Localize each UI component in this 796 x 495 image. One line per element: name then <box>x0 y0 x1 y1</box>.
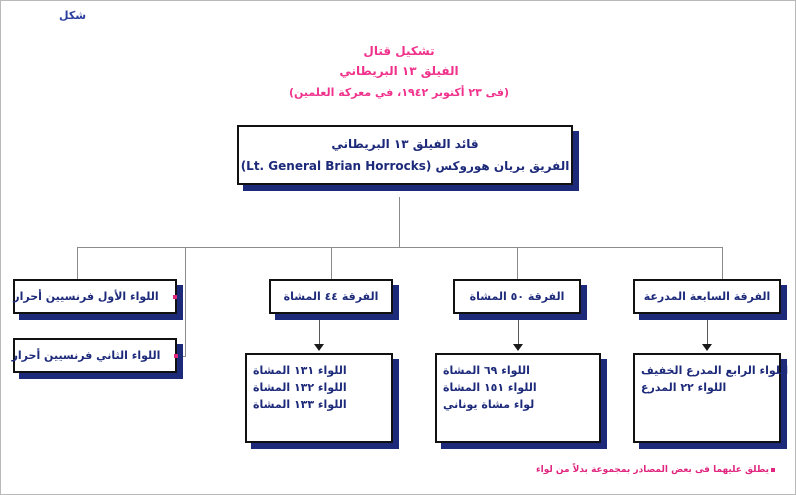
division-7-header-content: الفرقة السابعة المدرعة <box>635 281 779 312</box>
connector-div50-to-units <box>518 314 519 346</box>
figure-label: شكل <box>59 9 87 22</box>
title-line-1: تشكيل قتال <box>363 44 435 58</box>
french-brigade-1-content: اللواء الأول فرنسيين أحرار <box>13 281 177 312</box>
commander-name: الفريق بريان هوروكس (Lt. General Brian H… <box>240 159 570 173</box>
division-50-units-content: اللواء ٦٩ المشاة اللواء ١٥١ المشاة لواء … <box>437 355 599 441</box>
chart-title-block: تشكيل قتال الفيلق ١٣ البريطاني (فى ٢٣ أك… <box>1 41 795 103</box>
division-44-unit-3: اللواء ١٣٣ المشاة <box>253 398 347 411</box>
footnote-text: يطلق عليهما فى بعض المصادر بمجموعة بدلاً… <box>536 465 769 475</box>
division-44-header-box[interactable]: الفرقة ٤٤ المشاة <box>269 279 393 314</box>
footnote-marker-icon <box>172 294 177 299</box>
division-7-unit-2: اللواء ٢٢ المدرع <box>641 381 727 394</box>
commander-role: قائد الفيلق ١٣ البريطاني <box>331 137 479 151</box>
connector-drop-div44 <box>331 247 332 279</box>
division-44-units-content: اللواء ١٣١ المشاة اللواء ١٣٢ المشاة اللو… <box>247 355 391 441</box>
division-50-unit-3: لواء مشاة يوناني <box>443 398 535 411</box>
commander-box[interactable]: قائد الفيلق ١٣ البريطاني الفريق بريان هو… <box>237 125 573 185</box>
title-line-3: (فى ٢٣ أكتوبر ١٩٤٢، في معركة العلمين) <box>288 86 509 99</box>
connector-trunk-vertical <box>399 197 400 247</box>
division-7-units-content: اللواء الرابع المدرع الخفيف اللواء ٢٢ ال… <box>635 355 788 441</box>
footnote-bullet-icon <box>771 467 775 472</box>
division-44-units-box[interactable]: اللواء ١٣١ المشاة اللواء ١٣٢ المشاة اللو… <box>245 353 393 443</box>
connector-div44-to-units <box>319 314 320 346</box>
division-7-units-box[interactable]: اللواء الرابع المدرع الخفيف اللواء ٢٢ ال… <box>633 353 788 443</box>
french-brigade-2-label: اللواء الثاني فرنسيين أحرار <box>11 349 161 362</box>
arrow-head-div50 <box>513 344 523 351</box>
division-44-header-label: الفرقة ٤٤ المشاة <box>283 290 379 303</box>
french-brigade-2-box[interactable]: اللواء الثاني فرنسيين أحرار <box>12 338 179 373</box>
arrow-head-div7 <box>702 344 712 351</box>
connector-french-stub <box>177 356 186 357</box>
french-brigade-1-row: اللواء الأول فرنسيين أحرار <box>13 288 177 305</box>
division-7-header-label: الفرقة السابعة المدرعة <box>643 290 771 303</box>
connector-drop-div50 <box>517 247 518 279</box>
division-50-header-label: الفرقة ٥٠ المشاة <box>469 290 565 303</box>
connector-french-side <box>185 247 186 356</box>
french-brigade-2-row: اللواء الثاني فرنسيين أحرار <box>12 347 179 364</box>
commander-box-content: قائد الفيلق ١٣ البريطاني الفريق بريان هو… <box>239 127 571 183</box>
connector-main-bus <box>77 247 722 248</box>
division-50-header-box[interactable]: الفرقة ٥٠ المشاة <box>453 279 581 314</box>
french-brigade-2-content: اللواء الثاني فرنسيين أحرار <box>12 340 179 371</box>
division-7-unit-1: اللواء الرابع المدرع الخفيف <box>641 364 789 377</box>
connector-drop-div7 <box>722 247 723 279</box>
division-50-unit-2: اللواء ١٥١ المشاة <box>443 381 537 394</box>
arrow-head-div44 <box>314 344 324 351</box>
connector-drop-french <box>77 247 78 279</box>
division-44-header-content: الفرقة ٤٤ المشاة <box>271 281 391 312</box>
french-brigade-1-box[interactable]: اللواء الأول فرنسيين أحرار <box>13 279 177 314</box>
title-line-2: الفيلق ١٣ البريطاني <box>339 64 459 78</box>
division-50-unit-1: اللواء ٦٩ المشاة <box>443 364 530 377</box>
division-50-units-box[interactable]: اللواء ٦٩ المشاة اللواء ١٥١ المشاة لواء … <box>435 353 601 443</box>
division-50-header-content: الفرقة ٥٠ المشاة <box>455 281 579 312</box>
division-44-unit-1: اللواء ١٣١ المشاة <box>253 364 347 377</box>
french-brigade-1-label: اللواء الأول فرنسيين أحرار <box>13 290 159 303</box>
footnote-marker-icon <box>174 353 179 358</box>
footnote: يطلق عليهما فى بعض المصادر بمجموعة بدلاً… <box>536 465 785 475</box>
connector-div7-to-units <box>707 314 708 346</box>
division-7-header-box[interactable]: الفرقة السابعة المدرعة <box>633 279 781 314</box>
division-44-unit-2: اللواء ١٣٢ المشاة <box>253 381 347 394</box>
